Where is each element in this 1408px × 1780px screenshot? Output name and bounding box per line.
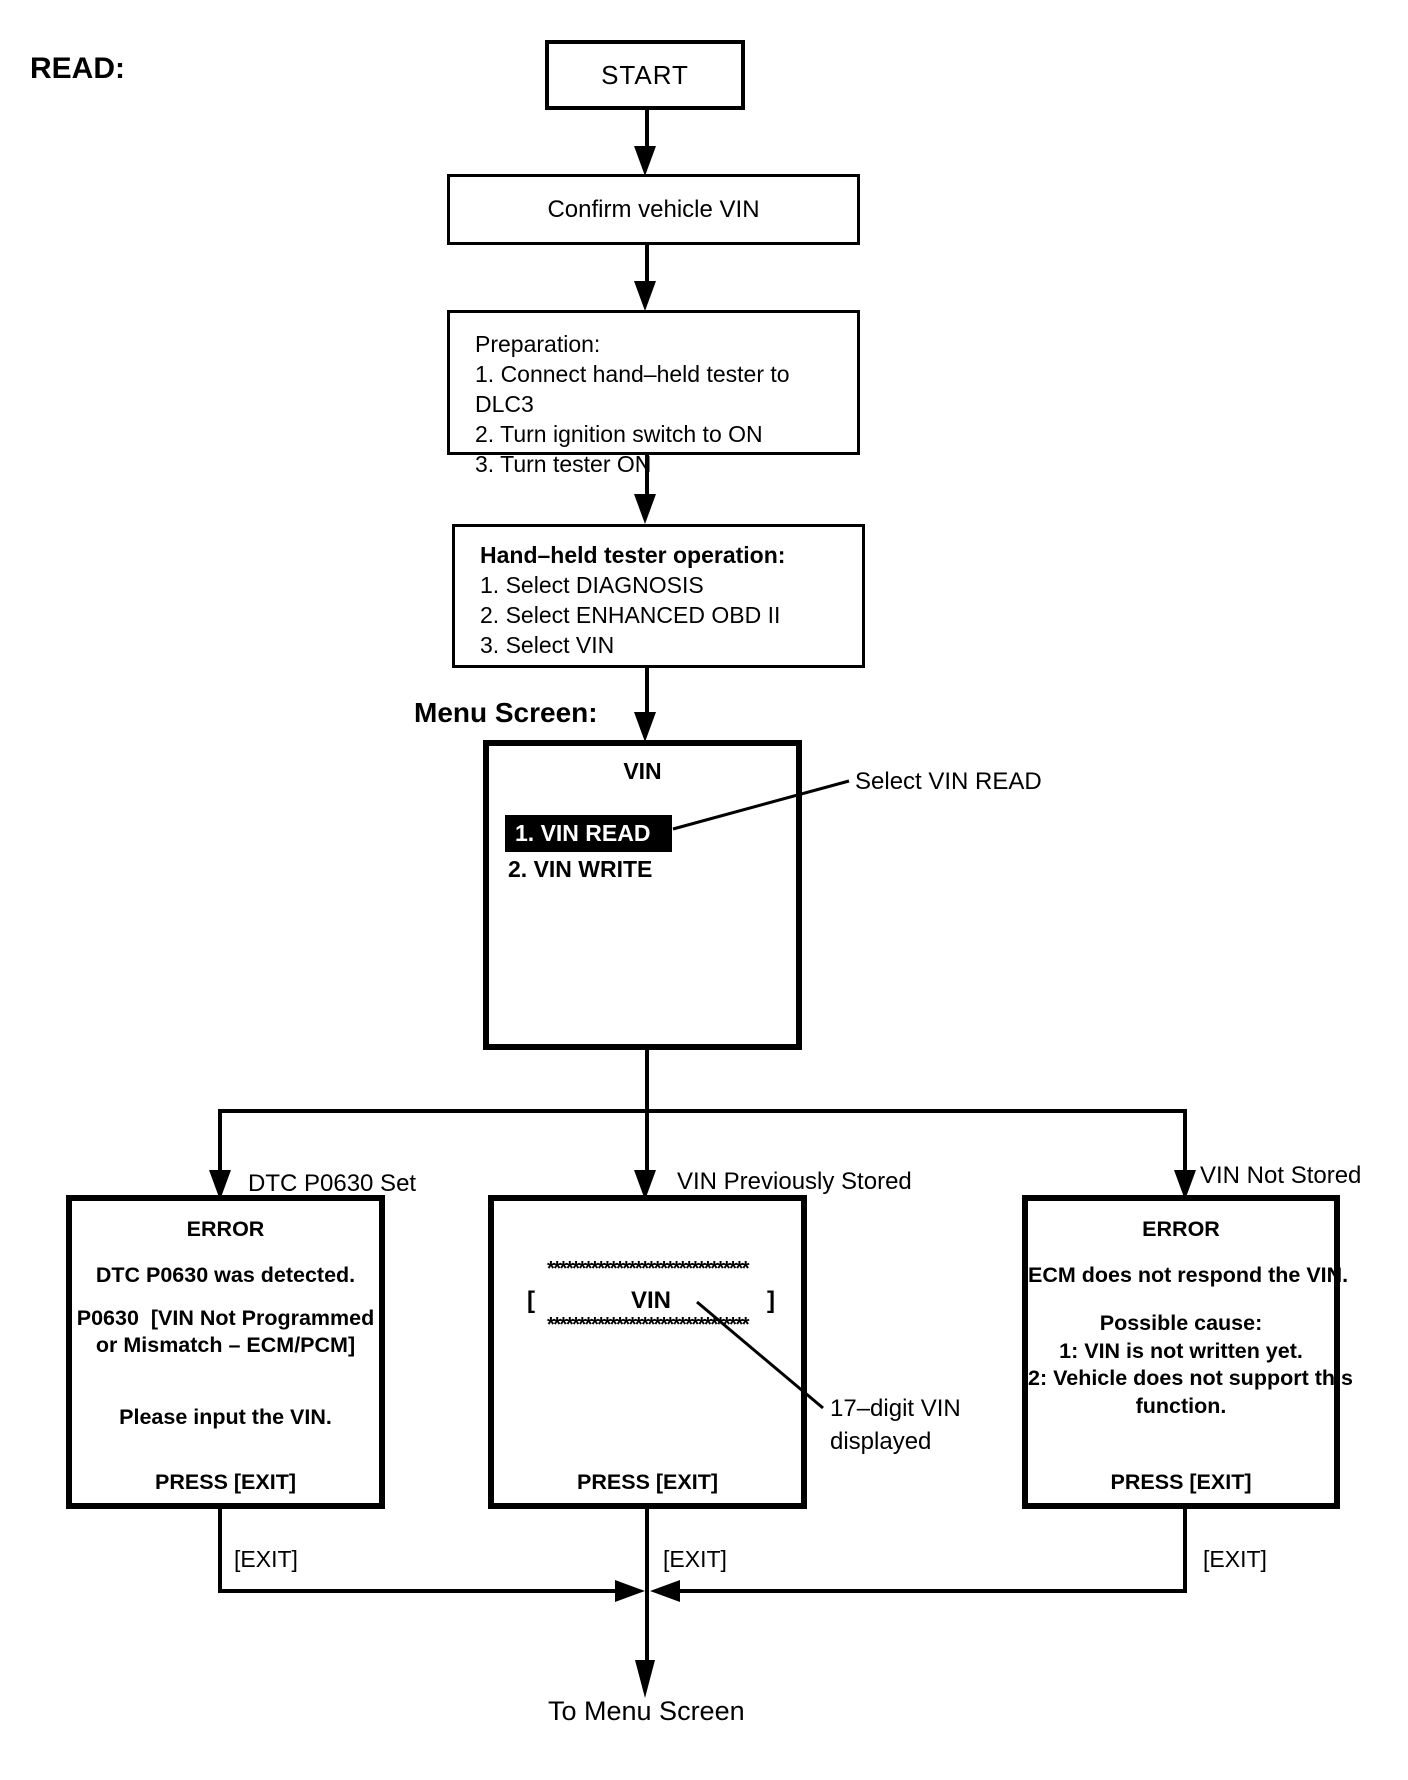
tester-operation-node: Hand–held tester operation: 1. Select DI… [452, 524, 865, 668]
arrow-down-icon [634, 146, 656, 176]
connector-line [218, 1509, 222, 1593]
vin-menu-screen: VIN 1. VIN READ 2. VIN WRITE [483, 740, 802, 1050]
vin-digit-callout: 17–digit VIN displayed [830, 1392, 961, 1458]
ecm-error-footer: PRESS [EXIT] [1110, 1470, 1252, 1494]
exit-label-left: [EXIT] [234, 1546, 298, 1572]
tester-operation-title: Hand–held tester operation: [480, 542, 786, 568]
confirm-vin-label: Confirm vehicle VIN [547, 195, 760, 223]
exit-label-right: [EXIT] [1203, 1546, 1267, 1572]
vin-menu-title: VIN [623, 758, 662, 784]
menu-item-vin-read-label: 1. VIN READ [515, 820, 651, 846]
dtc-error-footer: PRESS [EXIT] [155, 1470, 296, 1494]
bracket-close: ] [766, 1287, 775, 1314]
menu-item-vin-write: 2. VIN WRITE [508, 856, 653, 882]
preparation-node: Preparation: 1. Connect hand–held tester… [447, 310, 860, 477]
bracket-open: [ [527, 1287, 535, 1314]
ecm-error-line: function. [1135, 1394, 1227, 1418]
preparation-step: 2. Turn ignition switch to ON [475, 421, 763, 447]
connector-line [218, 1109, 222, 1173]
exit-label-middle: [EXIT] [663, 1546, 727, 1572]
dtc-error-line: or Mismatch – ECM/PCM] [95, 1333, 356, 1357]
arrow-down-icon [1174, 1170, 1196, 1200]
arrow-down-icon [634, 494, 656, 524]
select-vin-read-label: Select VIN READ [855, 768, 1042, 795]
arrow-down-icon [634, 281, 656, 311]
tester-operation-step: 3. Select VIN [480, 632, 615, 658]
start-node: START [545, 40, 745, 110]
ecm-error-line: Possible cause: [1099, 1311, 1263, 1335]
arrow-down-icon [209, 1170, 231, 1200]
connector-line [645, 1050, 649, 1178]
asterisk-row: ******************************** [546, 1314, 750, 1336]
vin-display-row: [ VIN ] [494, 1287, 801, 1315]
ecm-error-line: 1: VIN is not written yet. [1059, 1339, 1303, 1363]
ecm-error-line: ECM does not respond the VIN. [1028, 1263, 1349, 1287]
vin-display-footer: PRESS [EXIT] [577, 1470, 718, 1494]
arrow-right-icon [615, 1580, 645, 1602]
ecm-error-line: 2: Vehicle does not support this [1028, 1366, 1353, 1390]
connector-line [645, 668, 649, 714]
arrow-down-icon [635, 1660, 655, 1698]
merge-line-right [680, 1589, 1187, 1593]
preparation-step: 3. Turn tester ON [475, 451, 652, 477]
branch-label-vin-stored: VIN Previously Stored [677, 1168, 912, 1195]
ecm-error-title: ERROR [1142, 1217, 1220, 1241]
dtc-error-title: ERROR [186, 1217, 265, 1241]
to-menu-screen-label: To Menu Screen [548, 1696, 745, 1726]
tester-operation-step: 2. Select ENHANCED OBD II [480, 602, 781, 628]
connector-line [1183, 1509, 1187, 1593]
merge-line-left [218, 1589, 618, 1593]
tester-operation-step: 1. Select DIAGNOSIS [480, 572, 704, 598]
arrow-down-icon [634, 1170, 656, 1200]
connector-line [645, 110, 649, 150]
vin-display-screen: ******************************** [ VIN ]… [488, 1195, 807, 1509]
menu-screen-label: Menu Screen: [414, 697, 598, 728]
dtc-error-line: DTC P0630 was detected. [95, 1263, 356, 1287]
arrow-down-icon [634, 712, 656, 742]
confirm-vin-node: Confirm vehicle VIN [447, 174, 860, 245]
vin-digit-callout-line2: displayed [830, 1428, 932, 1455]
ecm-error-screen: ERROR ECM does not respond the VIN. Poss… [1022, 1195, 1353, 1509]
dtc-error-screen: ERROR DTC P0630 was detected. P0630 [VIN… [66, 1195, 385, 1509]
branch-label-vin-not-stored: VIN Not Stored [1200, 1162, 1362, 1189]
branch-label-dtc-set: DTC P0630 Set [248, 1170, 417, 1197]
dtc-error-line: P0630 [VIN Not Programmed [76, 1306, 375, 1330]
connector-line [645, 1509, 649, 1664]
connector-line [645, 455, 649, 497]
dtc-error-line: Please input the VIN. [119, 1405, 332, 1429]
connector-line [1183, 1109, 1187, 1173]
connector-line [645, 245, 649, 285]
arrow-left-icon [650, 1580, 680, 1602]
branch-line [218, 1109, 1187, 1113]
menu-item-vin-read: 1. VIN READ [505, 815, 672, 852]
preparation-title: Preparation: [475, 331, 601, 357]
asterisk-row: ******************************** [546, 1258, 750, 1280]
vin-value-label: VIN [630, 1287, 671, 1314]
start-label: START [601, 59, 689, 90]
read-label: READ: [30, 52, 125, 85]
preparation-step: 1. Connect hand–held tester to DLC3 [475, 361, 790, 417]
vin-digit-callout-line1: 17–digit VIN [830, 1395, 961, 1422]
